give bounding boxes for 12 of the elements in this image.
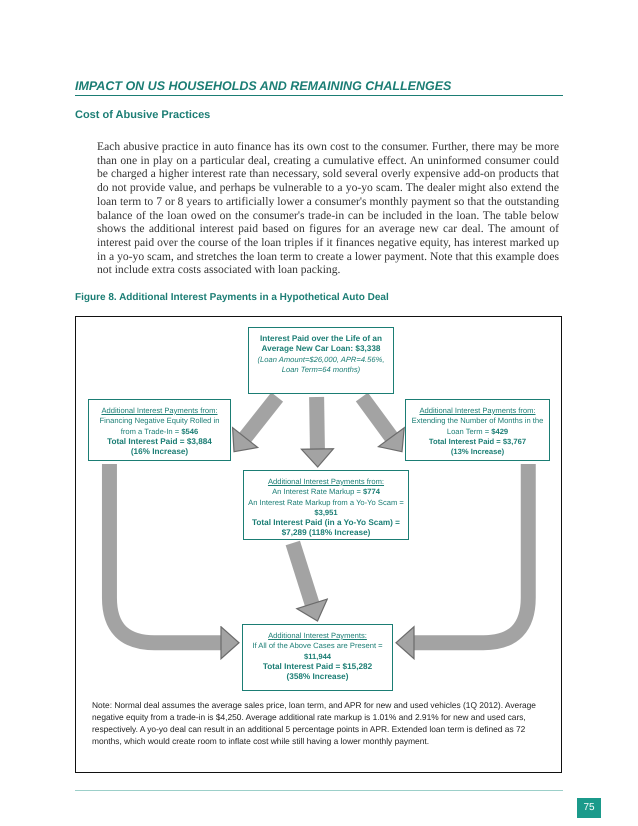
page-number: 75 xyxy=(577,798,601,818)
block-arrow xyxy=(286,540,328,622)
block-arrow xyxy=(232,392,284,452)
figure-note: Note: Normal deal assumes the average sales price, loan term, and APR for new and used vehicles (1Q 2012). Average negative equity from a trade-in is $4,250. Average additional rate markup is 1.01% and 2.91% for new and used cars, respectively. A yo-yo deal can result in an additional 5 percentage points in APR. Extended loan term is defined as 72 months, which would create room to inflate cost while still having a lower monthly payment. xyxy=(92,699,537,747)
section-heading: IMPACT ON US HOUSEHOLDS AND REMAINING CHALLENGES xyxy=(75,79,563,96)
block-arrow xyxy=(300,396,334,468)
block-arrow xyxy=(395,464,536,660)
figure-title: Figure 8. Additional Interest Payments in a Hypothetical Auto Deal xyxy=(75,292,389,303)
subheading: Cost of Abusive Practices xyxy=(75,109,210,121)
body-paragraph: Each abusive practice in auto finance has its own cost to the consumer. Further, there may be more than one in play on a particular deal, creating a cumulative effect. An uninformed consumer could be charged a higher interest rate than necessary, sold several overly expensive add-on products that do not provide value, and perhaps be vulnerable to a yo-yo scam. The dealer might also extend the loan term to 7 or 8 years to artificially lower a consumer's monthly payment so that the outstanding balance of the loan owed on the consumer's trade-in can be included in the loan. The table below shows the additional interest paid based on figures for an average new car deal. The amount of interest paid over the course of the loan triples if it finances negative equity, has interest marked up in a yo-yo scam, and stretches the loan term to create a lower payment. Note that this example does not include extra costs associated with loan packing. xyxy=(97,140,559,278)
block-arrow xyxy=(356,392,405,452)
block-arrow xyxy=(102,464,240,660)
